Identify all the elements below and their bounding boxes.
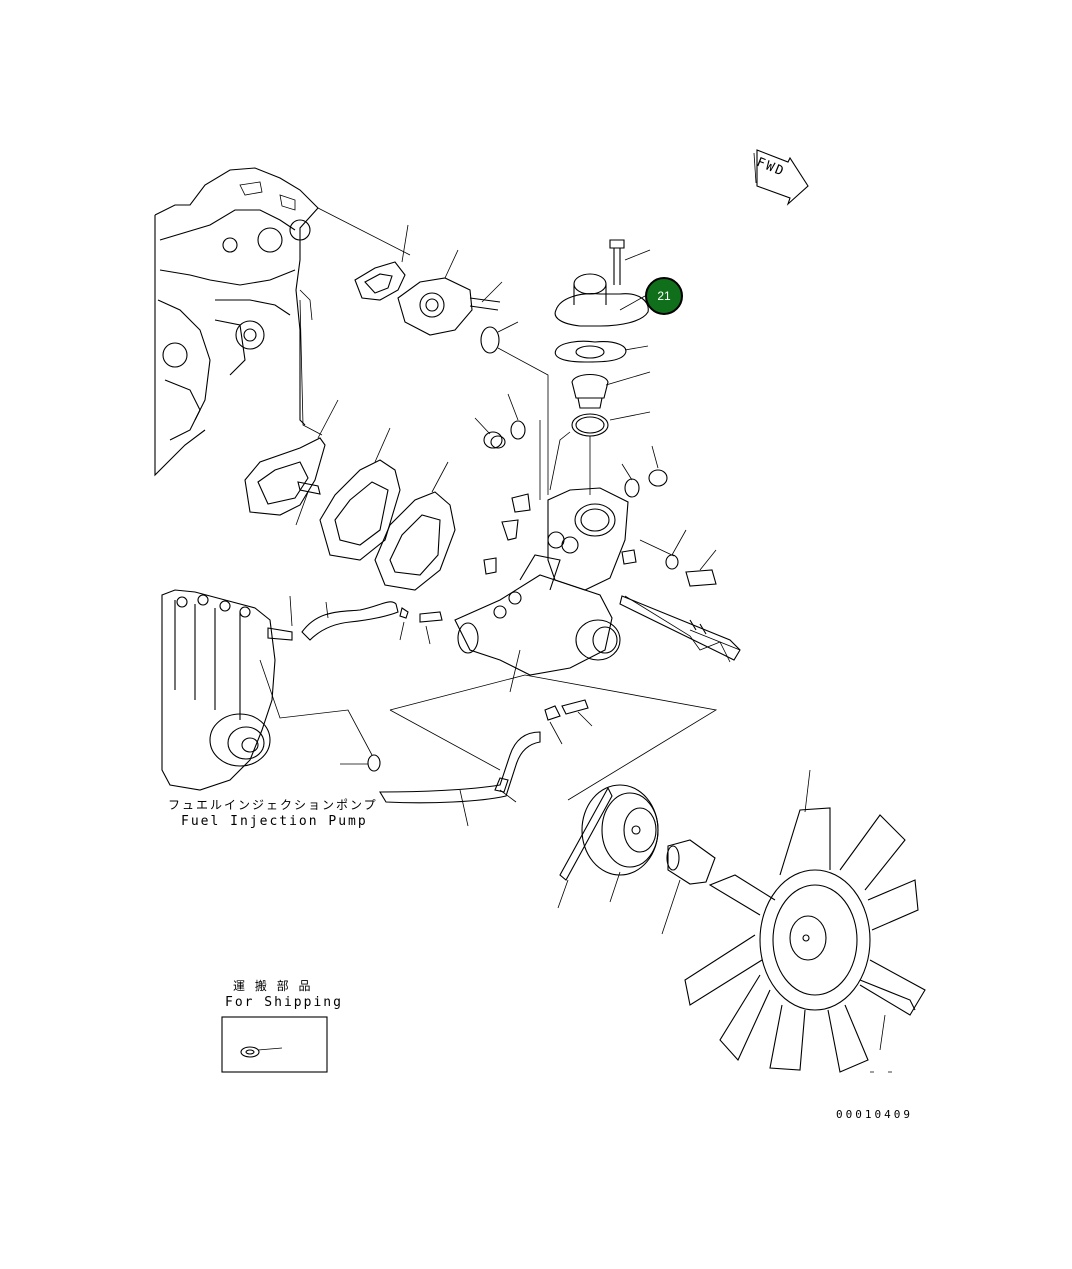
shipping-label-japanese: 運 搬 部 品 xyxy=(233,979,314,993)
fwd-arrow-icon xyxy=(753,149,809,206)
shipping-box-drawing xyxy=(221,1016,328,1073)
hoses-drawing xyxy=(289,595,718,827)
fan-drawing xyxy=(684,769,926,1073)
water-pump-body-drawing xyxy=(454,431,741,693)
water-pump-gaskets-drawing xyxy=(244,399,456,591)
shipping-label-english: For Shipping xyxy=(225,995,343,1010)
thermostat-cover-drawing xyxy=(354,224,549,495)
drawing-number: 00010409 xyxy=(836,1108,913,1121)
bolt-drawing xyxy=(619,595,741,661)
fuel-injection-pump-drawing xyxy=(161,589,373,791)
plugs-drawing xyxy=(474,393,717,587)
pulley-drawing xyxy=(557,784,716,935)
engine-block-drawing xyxy=(154,167,319,477)
fuel-pump-label-japanese: フュエルインジェクションポンプ xyxy=(168,798,378,812)
thermostat-stack-drawing xyxy=(554,239,651,495)
fuel-pump-label-english: Fuel Injection Pump xyxy=(181,814,368,829)
callout-21[interactable]: 21 xyxy=(645,277,683,315)
